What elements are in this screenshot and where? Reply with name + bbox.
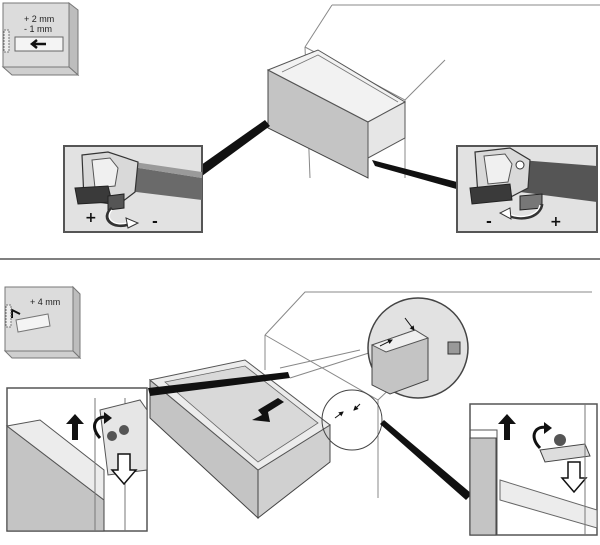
- icon-label-minus-1mm: - 1 mm: [24, 24, 52, 34]
- top-right-detail-inset: - +: [456, 145, 598, 233]
- tilt-arrow-icon: [11, 308, 21, 318]
- plus-symbol-right: +: [550, 214, 562, 230]
- minus-symbol-left: -: [152, 214, 158, 230]
- bottom-left-detail-inset: [5, 387, 148, 532]
- icon-label-plus-2mm: + 2 mm: [24, 14, 54, 24]
- rotate-arrow-icon-left: [104, 412, 112, 424]
- top-left-detail-inset: + -: [63, 145, 203, 233]
- top-cabinet: [304, 4, 600, 179]
- down-arrow-icon-left: [110, 453, 138, 486]
- minus-symbol-right: -: [486, 214, 492, 230]
- gap-callout-circle: [321, 389, 383, 451]
- bottom-adjustment-icon-box: + 4 mm: [3, 285, 82, 360]
- plus-symbol-left: +: [85, 210, 97, 226]
- push-arrow-icon: [252, 398, 284, 422]
- bottom-leader-left: [148, 372, 290, 396]
- up-arrow-icon-right: [498, 414, 516, 440]
- top-drawer: [266, 49, 407, 179]
- down-arrow-icon-right: [560, 461, 588, 494]
- bottom-right-detail-inset: [469, 403, 598, 536]
- bottom-leader-right: [380, 420, 472, 500]
- arrow-left-icon: [29, 39, 46, 49]
- rotate-arrow-icon-right: [544, 422, 552, 434]
- up-arrow-icon-left: [66, 414, 84, 440]
- top-adjustment-icon-box: + 2 mm - 1 mm: [1, 1, 80, 77]
- gap-detail-content: [370, 317, 461, 395]
- top-leader-left: [194, 120, 270, 176]
- top-leader-right: [372, 160, 460, 190]
- icon-label-plus-4mm: + 4 mm: [30, 297, 60, 307]
